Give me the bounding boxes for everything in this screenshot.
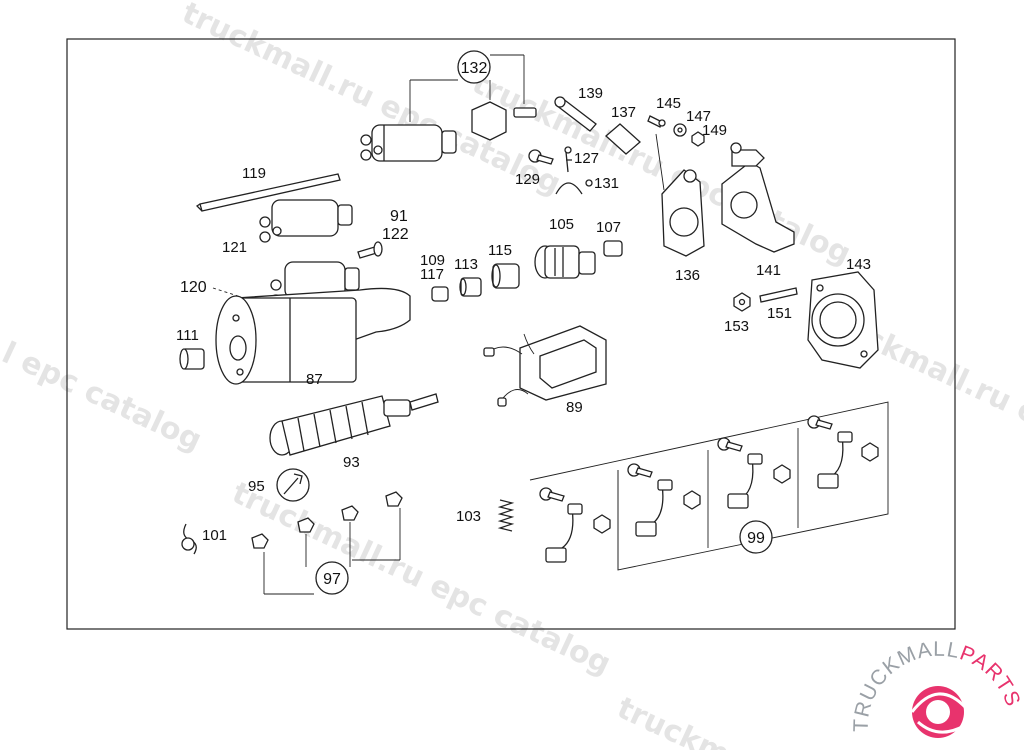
label-151: 151	[767, 305, 792, 322]
part-119-bolt[interactable]	[195, 173, 341, 212]
part-131-ring[interactable]	[585, 179, 593, 187]
part-129-screw[interactable]	[528, 149, 554, 165]
part-143-flange[interactable]	[807, 271, 879, 369]
label-132: 132	[461, 60, 488, 77]
label-99: 99	[747, 530, 765, 547]
label-113: 113	[454, 256, 478, 273]
part-151-bolt[interactable]	[759, 287, 798, 303]
label-120: 120	[180, 279, 207, 296]
part-132-solenoid[interactable]	[360, 50, 537, 162]
label-127: 127	[574, 150, 599, 167]
label-121: 121	[222, 239, 247, 256]
part-99-brush-sets[interactable]	[529, 401, 889, 571]
watermark-text: l epc catalog	[0, 336, 207, 459]
gear-icon	[910, 686, 968, 738]
label-149: 149	[702, 122, 727, 139]
part-121-solenoid[interactable]	[259, 199, 353, 243]
diagram-frame	[66, 38, 956, 630]
callout-circle	[315, 561, 349, 595]
part-145-screw[interactable]	[647, 115, 666, 128]
label-107: 107	[596, 219, 621, 236]
label-143: 143	[846, 256, 871, 273]
part-101-clip[interactable]	[181, 523, 197, 555]
callout-circle	[457, 50, 491, 84]
part-137-sleeve[interactable]	[605, 123, 641, 155]
label-131: 131	[594, 175, 619, 192]
part-139-pin[interactable]	[554, 96, 597, 132]
label-136: 136	[675, 267, 700, 284]
label-93: 93	[343, 454, 360, 471]
truckmall-parts-logo: TRUCKMALLPARTS	[850, 638, 1024, 738]
label-153: 153	[724, 318, 749, 335]
label-139: 139	[578, 85, 603, 102]
label-87: 87	[306, 371, 323, 388]
label-101: 101	[202, 527, 227, 544]
label-89: 89	[566, 399, 583, 416]
part-111-bushing[interactable]	[179, 348, 205, 370]
part-87-starter-housing[interactable]	[215, 261, 411, 385]
label-122: 122	[382, 226, 409, 243]
label-141: 141	[756, 262, 781, 279]
part-113-bushing[interactable]	[459, 277, 482, 297]
watermark-text: truckm	[612, 691, 735, 750]
label-147: 147	[686, 108, 711, 125]
logo-text-parts: PARTS	[957, 641, 1024, 710]
watermark-text: truckmall.ru epc catalog	[227, 476, 616, 682]
label-103: 103	[456, 508, 481, 525]
part-105-pinion[interactable]	[534, 245, 596, 279]
part-149-nut[interactable]	[691, 131, 705, 147]
part-153-nut[interactable]	[733, 292, 751, 312]
label-95: 95	[248, 478, 265, 495]
part-127-fork[interactable]	[555, 146, 583, 195]
label-111: 111	[176, 327, 199, 344]
label-145: 145	[656, 95, 681, 112]
part-117-bushing[interactable]	[431, 286, 449, 302]
label-105: 105	[549, 216, 574, 233]
part-107-bushing[interactable]	[603, 240, 623, 257]
label-129: 129	[515, 171, 540, 188]
part-93-armature[interactable]	[269, 393, 439, 456]
label-137: 137	[611, 104, 636, 121]
part-95-tool[interactable]	[276, 468, 310, 502]
label-115: 115	[488, 242, 512, 259]
part-141-bracket[interactable]	[721, 142, 795, 253]
callout-circle	[739, 520, 773, 554]
label-97: 97	[323, 571, 341, 588]
label-117: 117	[420, 266, 444, 283]
part-147-washer[interactable]	[673, 123, 687, 137]
part-122-screw[interactable]	[357, 241, 383, 259]
label-119: 119	[242, 165, 266, 182]
label-109: 109	[420, 252, 445, 269]
part-89-brush-holder[interactable]	[483, 325, 607, 407]
part-115-bushing[interactable]	[491, 263, 520, 289]
part-97-clips[interactable]	[251, 491, 403, 595]
part-103-spring[interactable]	[497, 499, 515, 532]
label-91: 91	[390, 208, 408, 225]
part-136-bracket[interactable]	[655, 133, 705, 257]
